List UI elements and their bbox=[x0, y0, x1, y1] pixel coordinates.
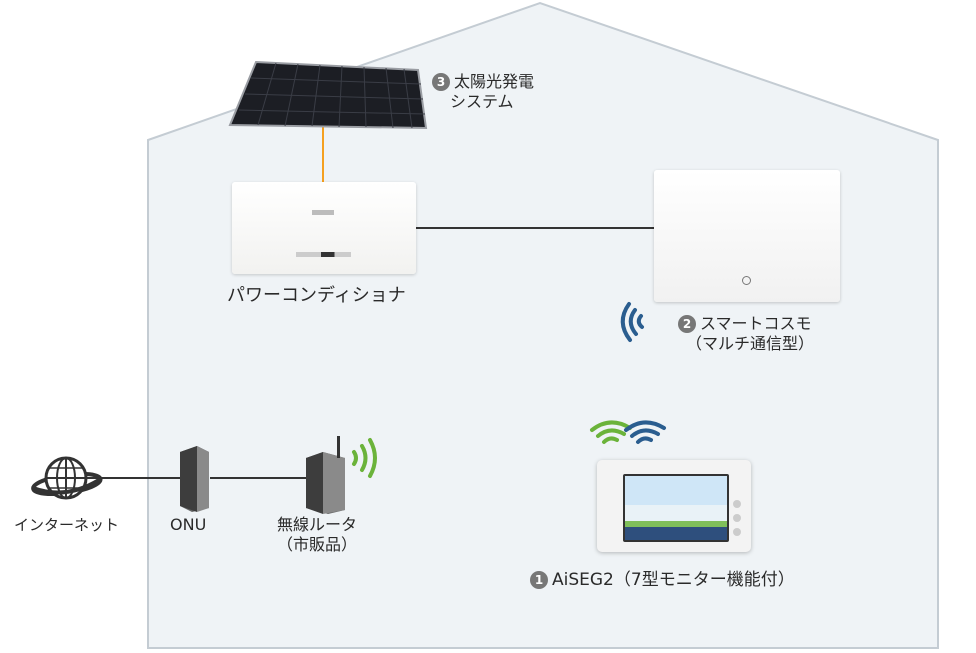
solar-number-badge: 3 bbox=[432, 73, 450, 91]
router-wifi-icon bbox=[352, 438, 377, 478]
aiseg-number-badge: 1 bbox=[530, 571, 548, 589]
solar-panel-icon bbox=[228, 60, 428, 130]
aiseg-button bbox=[733, 528, 741, 536]
internet-label: インターネット bbox=[14, 516, 120, 534]
pcs-label: パワーコンディショナ bbox=[227, 285, 406, 306]
router-device-icon bbox=[306, 436, 345, 514]
pcs-indicator bbox=[296, 252, 351, 257]
aiseg-wifi-icon bbox=[590, 420, 666, 444]
solar-label-line1: 太陽光発電 bbox=[454, 72, 535, 91]
router-label-line2: （市販品） bbox=[276, 535, 357, 554]
pcs-logo bbox=[312, 210, 334, 215]
onu-device-icon bbox=[180, 446, 209, 512]
smart-cosmo-device bbox=[654, 170, 840, 302]
cosmo-label-line1: スマートコスモ bbox=[700, 314, 812, 333]
onu-label: ONU bbox=[170, 515, 207, 534]
router-label: 無線ルータ （市販品） bbox=[262, 515, 372, 555]
aiseg-screen bbox=[623, 474, 729, 542]
aiseg-label-text: AiSEG2（7型モニター機能付） bbox=[552, 570, 795, 590]
aiseg-button bbox=[733, 514, 741, 522]
aiseg-button bbox=[733, 500, 741, 508]
globe-icon bbox=[31, 456, 103, 500]
aiseg-monitor-device bbox=[597, 460, 751, 552]
solar-label-line2: システム bbox=[450, 92, 514, 111]
cosmo-number-badge: 2 bbox=[678, 315, 696, 333]
cosmo-wifi-icon bbox=[620, 302, 644, 342]
power-conditioner-device bbox=[232, 182, 416, 274]
router-label-line1: 無線ルータ bbox=[276, 515, 357, 534]
cosmo-led-icon bbox=[742, 276, 751, 285]
cosmo-label-line2: （マルチ通信型） bbox=[686, 334, 815, 353]
